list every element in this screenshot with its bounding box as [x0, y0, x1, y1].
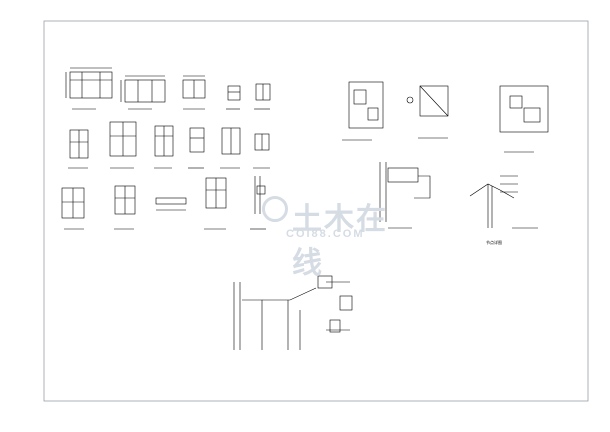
- window-elevation-2: [120, 75, 166, 110]
- window-elevation-8: [154, 125, 174, 169]
- window-elevation-12: [61, 187, 85, 230]
- section-details-group: [379, 162, 538, 229]
- roof-eave-detail: [469, 175, 538, 229]
- section-detail-1: [379, 162, 431, 229]
- window-elevation-13: [114, 185, 136, 230]
- wall-section-group: [233, 275, 353, 350]
- eave-detail-note: 节点详图: [486, 239, 502, 245]
- window-elevation-4: [226, 85, 241, 110]
- window-elevation-10: [220, 127, 241, 169]
- window-elevations-group: [61, 67, 271, 230]
- window-elevation-9: [188, 127, 205, 169]
- window-elevation-11: [253, 133, 270, 169]
- window-elevation-7: [109, 121, 137, 169]
- window-elevation-6: [68, 129, 89, 169]
- drawing-border: [43, 20, 589, 402]
- window-elevation-1: [65, 67, 113, 110]
- window-elevation-5: [254, 83, 271, 110]
- plan-detail-a: [342, 81, 384, 141]
- window-section-1: [204, 177, 227, 230]
- window-section-2: [250, 176, 266, 230]
- plan-details-group: [342, 81, 549, 153]
- window-elevation-3: [182, 75, 206, 110]
- plan-detail-b: [406, 85, 449, 139]
- sill-detail-1: [155, 197, 187, 211]
- plan-detail-c: [499, 85, 549, 153]
